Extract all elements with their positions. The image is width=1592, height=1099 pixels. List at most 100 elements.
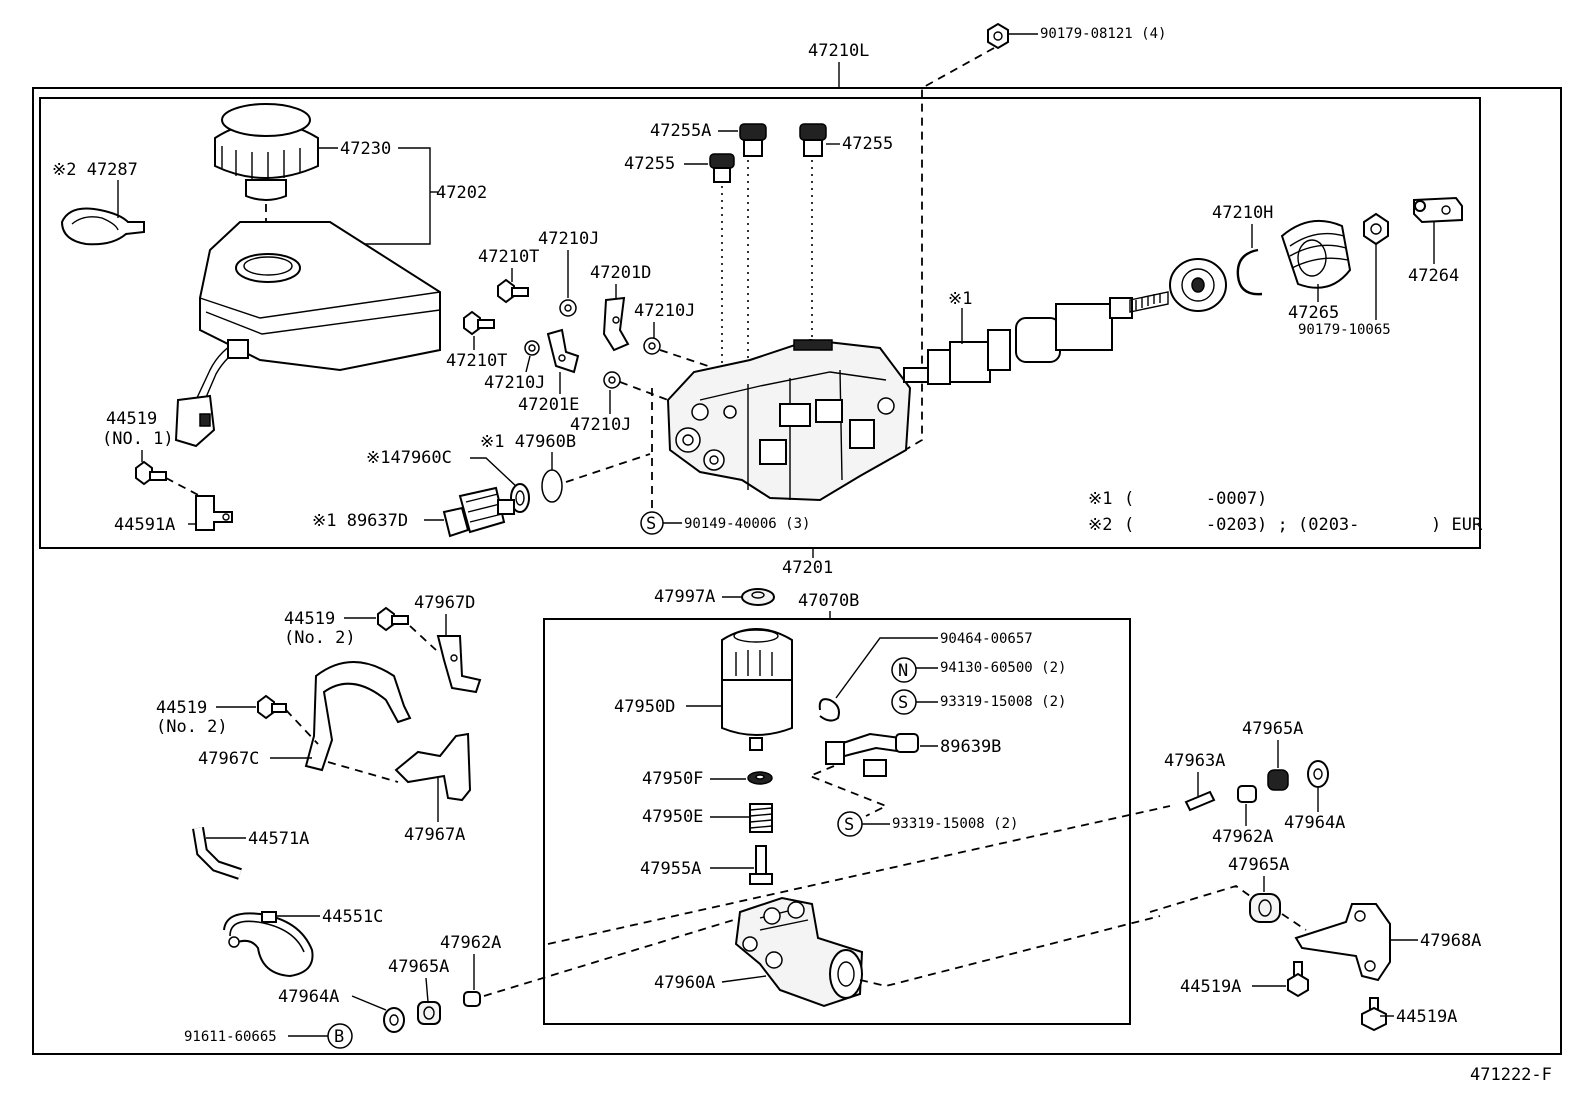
pin-47210j-1-part — [559, 299, 577, 317]
nut-top-part — [987, 22, 1009, 50]
washer-47997a-part — [741, 588, 775, 606]
label-bolt-47210t-1: 47210T — [478, 247, 539, 267]
label-bolt-44519-no2-1-sub: (No. 2) — [284, 628, 356, 648]
label-bracket-47967d: 47967D — [414, 593, 475, 613]
label-bolt-47955a: 47955A — [640, 859, 701, 879]
label-screw-15008-1: 93319-15008 (2) — [940, 694, 1066, 710]
bracket-47967a-part — [394, 732, 472, 802]
label-bushing-47962a-left: 47962A — [440, 933, 501, 953]
cushion-47965a-right2-part — [1249, 893, 1281, 923]
cushion-47965a-left-part — [417, 1001, 441, 1025]
svg-text:S: S — [898, 693, 908, 713]
svg-text:N: N — [898, 661, 908, 681]
bolt-44519-no1-part — [135, 460, 167, 486]
label-top-assembly: 47210L — [808, 41, 869, 61]
wire-44551c-part — [223, 911, 314, 978]
spring-47950e-part — [749, 803, 773, 833]
motor-47950d-part — [721, 628, 793, 751]
label-cap: 47230 — [340, 139, 391, 159]
bolt-44519-no2-1-part — [377, 606, 409, 632]
bushing-47962a-left-part — [463, 991, 481, 1007]
label-motor-47950d: 47950D — [614, 697, 675, 717]
label-cushion-47965a-left: 47965A — [388, 957, 449, 977]
label-bolt-44519-no1-sub: (NO. 1) — [102, 429, 174, 449]
bracket-47968a-part — [1294, 903, 1391, 982]
label-snap-ring: 47210H — [1212, 203, 1273, 223]
pin-47210j-4-part — [603, 371, 621, 389]
reservoir-tank-part — [195, 221, 441, 403]
bracket-47201e-part — [546, 328, 580, 374]
label-bracket-47967a: 47967A — [404, 825, 465, 845]
bolt-47210t-1-part — [497, 278, 529, 304]
svg-text:B: B — [334, 1027, 344, 1047]
label-boot: 47265 — [1288, 303, 1339, 323]
pin-47210j-3-part — [524, 340, 540, 356]
actuator-body-part — [666, 338, 912, 502]
label-wire-44551c: 44551C — [322, 907, 383, 927]
insulator-47964a-right-part — [1307, 760, 1329, 788]
label-pin-47210j-4: 47210J — [570, 415, 631, 435]
label-cushion-47965a-right2: 47965A — [1228, 855, 1289, 875]
label-bracket-47967c: 47967C — [198, 749, 259, 769]
figure-id: 471222-F — [1470, 1065, 1552, 1085]
label-nut-10065: 90179-10065 — [1298, 322, 1391, 338]
bracket-47967d-part — [436, 635, 482, 694]
note2-text: ( -0203) ; (0203- ) EUR — [1124, 515, 1483, 535]
label-plug-c: 47255 — [842, 134, 893, 154]
note2-mark: ※2 — [1088, 515, 1112, 535]
reservoir-connector-part — [174, 394, 216, 448]
label-pump-assy: 47070B — [798, 591, 859, 611]
plug-47255a-part — [739, 123, 767, 157]
label-pin-47210j-3: 47210J — [484, 373, 545, 393]
label-seal-c: ※147960C — [366, 448, 452, 468]
svg-text:S: S — [646, 514, 656, 534]
label-pin-47210j-2: 47210J — [634, 301, 695, 321]
sensor-89637d-part — [442, 486, 515, 538]
snap-ring-47210h-part — [1236, 248, 1263, 296]
label-nut-60500: 94130-60500 (2) — [940, 660, 1066, 676]
label-bolt-44519-no2-2-sub: (No. 2) — [156, 717, 228, 737]
washer-47950f-part — [747, 771, 773, 785]
pin-47963a-part — [1184, 790, 1216, 812]
nut-10065-part — [1363, 212, 1389, 246]
plug-47255-left-part — [709, 153, 735, 183]
label-clevis: 47264 — [1408, 266, 1459, 286]
label-bolt-44519-no1: 44519 — [106, 409, 157, 429]
boot-47265-part — [1280, 219, 1352, 289]
bolt-b-symbol: B — [327, 1023, 353, 1049]
screw-s2-symbol: S — [837, 811, 863, 837]
bolt-47955a-part — [749, 845, 773, 885]
reservoir-cap-part — [214, 103, 319, 201]
label-screw-15008-2: 93319-15008 (2) — [892, 816, 1018, 832]
label-seal-b: ※1 47960B — [480, 432, 576, 452]
label-clip-00657: 90464-00657 — [940, 631, 1033, 647]
screw-s1-symbol: S — [891, 689, 917, 715]
label-washer-47950f: 47950F — [642, 769, 703, 789]
label-bracket-44591a: 44591A — [114, 515, 175, 535]
plug-47255-right-part — [799, 123, 827, 157]
label-bracket-47201e: 47201E — [518, 395, 579, 415]
gasket-47287-part — [60, 207, 145, 246]
bolt-44519a-1-part — [1287, 961, 1309, 998]
label-insulator-47964a-left: 47964A — [278, 987, 339, 1007]
pump-frame-47070b — [543, 618, 1131, 1025]
label-bolt-60665: 91611-60665 — [184, 1029, 277, 1045]
label-pin-47963a: 47963A — [1164, 751, 1225, 771]
label-plug-b: 47255 — [624, 154, 675, 174]
label-bracket-47968a: 47968A — [1420, 931, 1481, 951]
label-nut-top: 90179-08121 (4) — [1040, 26, 1166, 42]
note1-text: ( -0007) — [1124, 489, 1267, 509]
bracket-44591a-part — [195, 495, 233, 531]
label-harness-89639b: 89639B — [940, 737, 1001, 757]
label-washer-47997a: 47997A — [654, 587, 715, 607]
seal-b-part — [541, 469, 563, 503]
pin-47210j-2-part — [643, 337, 661, 355]
label-plug-a: 47255A — [650, 121, 711, 141]
clip-00657-part — [818, 698, 840, 722]
master-cylinder-rod-part — [1015, 291, 1169, 363]
label-bolt-44519a-2: 44519A — [1396, 1007, 1457, 1027]
label-pump-47960a: 47960A — [654, 973, 715, 993]
label-sensor-d: ※1 89637D — [312, 511, 408, 531]
label-bushing-47962a-right: 47962A — [1212, 827, 1273, 847]
